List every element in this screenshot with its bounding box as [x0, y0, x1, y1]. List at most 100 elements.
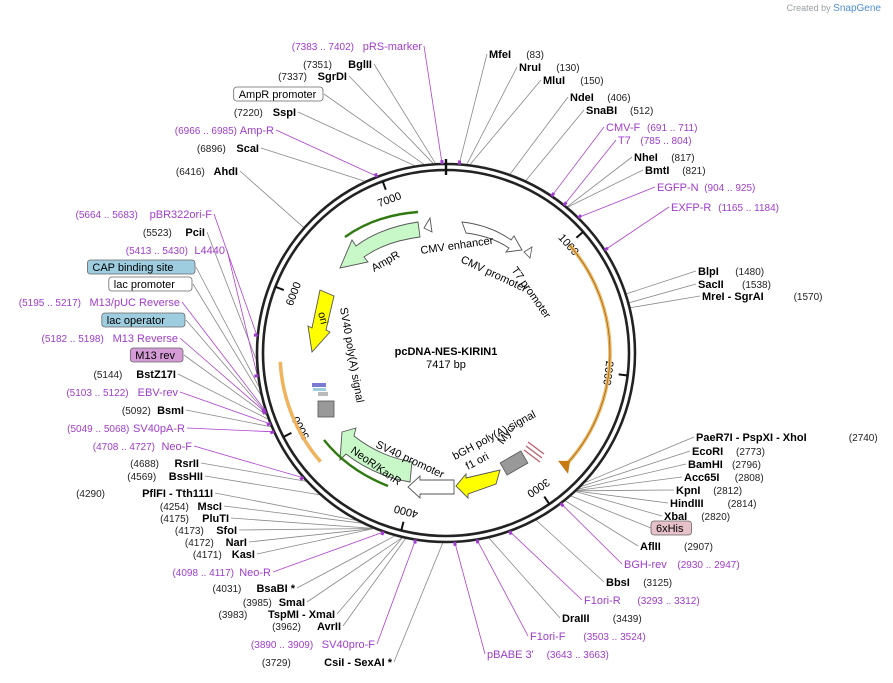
snapgene-logo: SnapGene	[833, 3, 881, 14]
primer-site-mark	[559, 502, 565, 508]
cap-binding-site-label: CAP binding site	[87, 259, 196, 275]
leader-line	[183, 354, 267, 416]
blpi-position: (1480)	[735, 267, 764, 278]
leader-line	[275, 129, 377, 177]
tick-mark	[543, 496, 551, 505]
leader-line	[576, 489, 675, 492]
nari-position: (4172)	[185, 538, 214, 549]
draiii-label: DraIII	[562, 613, 590, 625]
leader-line	[525, 109, 585, 181]
tick-label: 3000	[525, 476, 552, 500]
egfp-n-position: (904 .. 925)	[704, 183, 755, 194]
leader-line	[567, 156, 633, 208]
cap-site-mark	[313, 388, 326, 391]
6xhis-label-box	[650, 520, 692, 536]
leader-line	[458, 53, 488, 164]
bsmi-label: BsmI	[157, 405, 184, 417]
leader-line	[195, 266, 260, 388]
f1ori-f-label: F1ori-F	[530, 631, 566, 643]
leader-line	[469, 79, 542, 165]
pcii-label: PciI	[185, 227, 205, 239]
label-ampr: AmpR	[370, 249, 403, 275]
pflfi-tth111i-label: PflFI - Tth111I	[142, 488, 213, 500]
leader-line	[239, 170, 304, 228]
primer-site-mark	[562, 201, 568, 207]
primer-site-mark	[380, 530, 385, 536]
leader-line	[570, 495, 652, 529]
nhei-label: NheI	[634, 152, 658, 164]
label-ori: ori	[315, 311, 330, 326]
feature-arcs	[253, 160, 612, 546]
m13-puc-reverse-position: (5195 .. 5217)	[19, 298, 81, 309]
hindiii-position: (2814)	[728, 499, 757, 510]
ampr-promoter-label-box	[233, 86, 324, 102]
amp-r-primer-arrow	[344, 210, 419, 238]
label-t7-promoter: T7 promoter	[509, 265, 553, 321]
lac-promoter-label: lac promoter	[108, 276, 193, 292]
pbabe-3-position: (3643 .. 3663)	[547, 650, 609, 661]
primer-site-mark	[603, 246, 609, 252]
pcii-position: (5523)	[143, 228, 172, 239]
ebv-rev-label: EBV-rev	[138, 387, 179, 399]
primer-site-mark	[550, 192, 556, 198]
bgh-rev-label: BGH-rev	[624, 559, 667, 571]
leader-line	[476, 540, 529, 637]
xbai-label: XbaI	[664, 511, 687, 523]
primer-site-mark	[262, 410, 267, 415]
leader-line	[323, 93, 425, 165]
tick-mark	[400, 521, 405, 531]
leader-line	[565, 500, 639, 547]
leader-line	[297, 111, 415, 167]
leader-line	[466, 66, 518, 165]
tick-mark	[381, 180, 387, 191]
leader-line	[423, 45, 443, 164]
t7-label: T7	[618, 135, 631, 147]
paer7i-pspxi-xhoi-position: (2740)	[849, 433, 878, 444]
nhei-position: (817)	[671, 153, 694, 164]
lac-promoter-label-box	[108, 276, 193, 292]
f1ori-r-label: F1ori-R	[584, 595, 621, 607]
sv40pa-r-label: SV40pA-R	[133, 423, 185, 435]
msci-label: MscI	[198, 501, 222, 513]
f1ori-f-position: (3503 .. 3524)	[583, 632, 645, 643]
ebv-rev-position: (5103 .. 5122)	[66, 388, 128, 399]
f1ori-r-position: (3293 .. 3312)	[637, 596, 699, 607]
kirin1-arrowhead	[558, 460, 571, 474]
primer-site-mark	[261, 407, 267, 413]
leader-line	[200, 462, 306, 482]
aflii-label: AflII	[640, 541, 661, 553]
leader-line	[179, 337, 266, 413]
cmv-f-position: (691 .. 711)	[647, 123, 697, 134]
sv40-promoter-arrow	[407, 474, 455, 500]
leader-line	[376, 540, 416, 645]
smai-label: SmaI	[279, 597, 305, 609]
mlui-position: (150)	[580, 76, 603, 87]
bbsi-position: (3125)	[643, 578, 672, 589]
prs-marker-label: pRS-marker	[363, 41, 423, 53]
avrii-position: (3962)	[272, 622, 301, 633]
bamhi-position: (2796)	[732, 460, 761, 471]
sacii-label: SacII	[698, 279, 724, 291]
csii-sexai-position: (3729)	[262, 658, 291, 669]
pbr322ori-f-label: pBR322ori-F	[150, 209, 213, 221]
bsshii-label: BssHII	[169, 471, 203, 483]
pbr322ori-f-position: (5664 .. 5683)	[76, 210, 138, 221]
label-sv40-polya: SV40 poly(A) signal	[337, 306, 366, 403]
sv40-polya-box	[317, 400, 335, 418]
m13-reverse-label: M13 Reverse	[113, 333, 178, 345]
leader-line	[584, 436, 695, 483]
leader-line	[576, 490, 669, 504]
tick-mark	[282, 431, 292, 438]
m13-rev-label-box	[129, 347, 184, 363]
primer-site-mark	[577, 214, 583, 220]
mfei-label: MfeI	[489, 49, 511, 61]
tick-label: 4000	[393, 502, 420, 520]
outer-labels: MfeI(83)NruI(130)MluI(150)NdeI(406)SnaBI…	[19, 41, 878, 669]
ampr-promoter-arrow	[423, 216, 433, 233]
leader-line	[192, 283, 262, 396]
rsrii-position: (4688)	[130, 459, 159, 470]
sfoi-position: (4173)	[175, 526, 204, 537]
leader-line	[177, 373, 269, 420]
neo-r-position: (4098 .. 4117)	[172, 568, 234, 579]
neo-f-primer-arrow	[323, 439, 389, 488]
